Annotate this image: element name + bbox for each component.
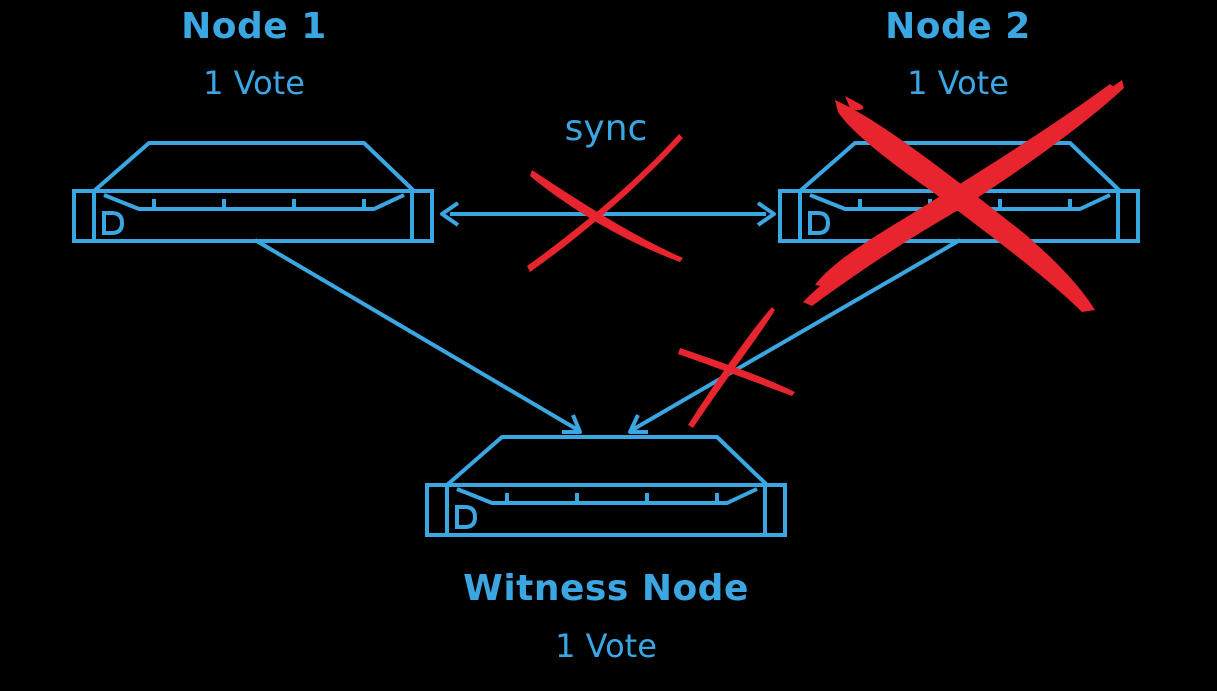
node2-title: Node 2 [885, 6, 1031, 47]
node2-failure-x-icon [803, 80, 1124, 312]
arrowhead-icon [562, 414, 582, 434]
node2-witness-link [628, 238, 962, 434]
arrowhead-icon [628, 414, 648, 434]
sync-link [440, 201, 776, 227]
node1-server-icon [72, 141, 434, 243]
node2-votes: 1 Vote [907, 64, 1009, 102]
witness-link-failure-x-icon [678, 307, 795, 428]
arrowhead-right-icon [756, 201, 776, 227]
witness-votes: 1 Vote [555, 627, 657, 665]
node1-votes: 1 Vote [203, 64, 305, 102]
witness-title: Witness Node [463, 568, 749, 609]
sync-failure-x-icon [527, 134, 683, 272]
arrowhead-left-icon [440, 201, 460, 227]
node1-title: Node 1 [181, 6, 327, 47]
node1-witness-link [253, 238, 582, 434]
sync-label: sync [564, 108, 648, 149]
witness-server-icon [425, 435, 787, 537]
